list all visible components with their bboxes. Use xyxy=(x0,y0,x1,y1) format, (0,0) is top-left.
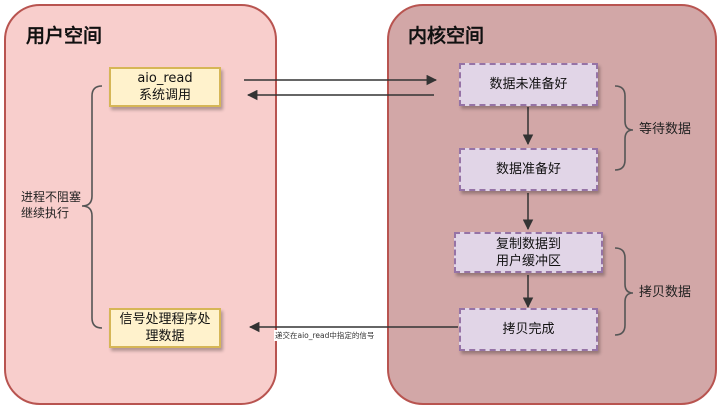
step-3-line1: 复制数据到 xyxy=(495,236,561,252)
step-copy-complete: 拷贝完成 xyxy=(459,308,598,351)
non-blocking-brace xyxy=(81,85,103,329)
copy-brace xyxy=(614,247,634,336)
user-space-title: 用户空间 xyxy=(26,25,103,47)
step-data-not-ready: 数据未准备好 xyxy=(459,63,598,106)
step-3-line2: 用户缓冲区 xyxy=(495,253,561,269)
signal-handler-line2: 理数据 xyxy=(145,329,185,344)
non-blocking-line1: 进程不阻塞 xyxy=(21,190,82,204)
signal-handler-box: 信号处理程序处 理数据 xyxy=(109,308,221,348)
step-2-text: 数据准备好 xyxy=(495,162,561,177)
kernel-space-title: 内核空间 xyxy=(408,25,485,47)
non-blocking-line2: 继续执行 xyxy=(21,206,70,220)
step-copy-to-user-buffer: 复制数据到 用户缓冲区 xyxy=(454,232,603,273)
copy-data-label: 拷贝数据 xyxy=(639,285,692,300)
step-1-text: 数据未准备好 xyxy=(489,77,568,92)
aio-read-line1: aio_read xyxy=(137,71,193,86)
aio-read-syscall-box: aio_read 系统调用 xyxy=(109,67,221,107)
wait-brace xyxy=(614,85,634,171)
non-blocking-label: 进程不阻塞 继续执行 xyxy=(21,189,81,221)
signal-delivery-label: 递交在aio_read中指定的信号 xyxy=(274,330,376,341)
wait-data-label: 等待数据 xyxy=(639,122,692,137)
aio-read-line2: 系统调用 xyxy=(138,88,191,103)
signal-handler-line1: 信号处理程序处 xyxy=(119,312,211,327)
step-data-ready: 数据准备好 xyxy=(459,148,598,191)
step-4-text: 拷贝完成 xyxy=(502,322,555,337)
